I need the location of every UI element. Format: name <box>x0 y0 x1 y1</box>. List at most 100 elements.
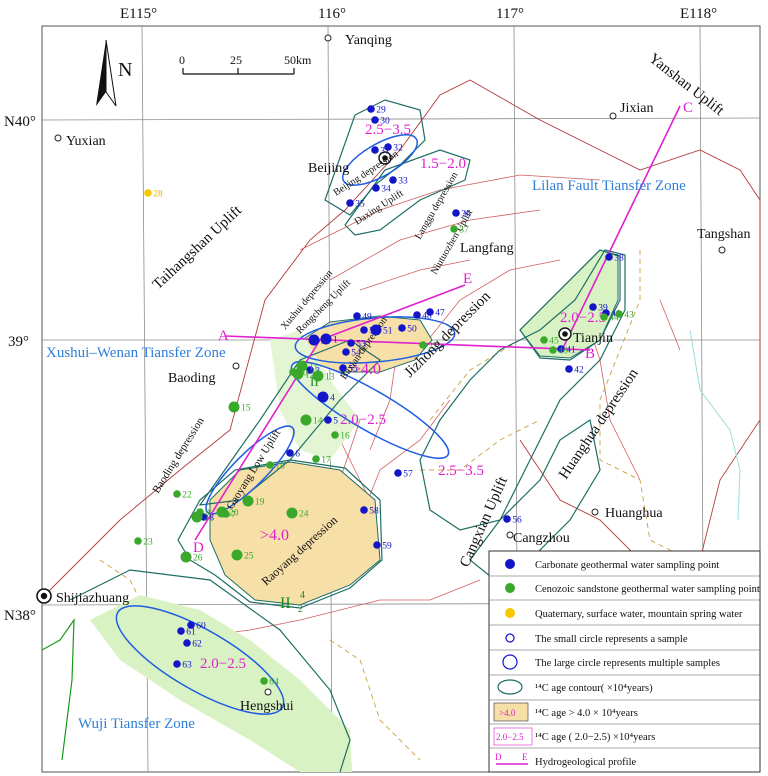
sample-point-label: 28 <box>153 190 163 200</box>
sample-point-label: 43 <box>624 311 634 321</box>
legend-item-old: ¹⁴C age > 4.0 × 10⁴years <box>535 708 638 719</box>
sample-point-label: 64 <box>269 678 279 688</box>
sample-point-label: 25 <box>244 552 254 562</box>
sample-point-label: 37 <box>459 226 469 236</box>
legend-contour <box>497 679 523 695</box>
sample-point-label: 9 <box>205 509 210 519</box>
blue-sample-point <box>565 365 573 373</box>
sample-point-label: 20 <box>229 509 239 519</box>
blue-sample-point <box>389 176 397 184</box>
sample-point-label: 48 <box>422 312 432 322</box>
blue-sample-point <box>373 541 381 549</box>
profile-letter-e: E <box>463 271 472 287</box>
scale-bar <box>182 68 295 75</box>
green-sample-point <box>419 341 427 349</box>
capital-markers <box>36 151 572 604</box>
blue-sample-point <box>370 324 382 336</box>
sample-point-label: 52 <box>369 327 379 337</box>
sample-point-label: 15 <box>241 404 251 414</box>
zone-label-ii-raoyang: II <box>280 595 291 612</box>
age-label-wuji: 2.0−2.5 <box>200 656 246 672</box>
zone-label-sub: 2 <box>298 604 303 615</box>
green-sample-point <box>300 414 312 426</box>
green-sample-point <box>600 313 608 321</box>
city-jixian: Jixian <box>620 101 653 116</box>
sample-point-label: 18 <box>275 462 285 472</box>
green-sample-point <box>292 368 304 380</box>
sample-point-label: 17 <box>321 456 331 466</box>
green-sample-point <box>173 490 181 498</box>
legend-young-label: 2.0−2.5 <box>496 732 524 742</box>
green-sample-point <box>312 455 320 463</box>
blue-sample-point <box>384 143 392 151</box>
blue-sample-point <box>372 184 380 192</box>
scale-label-50: 50km <box>284 53 312 67</box>
mountain-boundary <box>41 618 75 761</box>
blue-sample-point <box>347 339 355 347</box>
profile-letter-d: D <box>193 540 204 556</box>
sample-point-label: 35 <box>355 200 365 210</box>
blue-sample-point <box>367 105 375 113</box>
green-sample-point <box>450 225 458 233</box>
legend-profile-e: E <box>522 752 528 762</box>
legend-young-fill <box>493 727 533 746</box>
legend-yellow-point <box>505 608 515 618</box>
blue-sample-point <box>557 345 565 353</box>
zone-xushui-wenan: Xushui–Wenan Tiansfer Zone <box>46 345 226 361</box>
sample-point-label: 24 <box>299 510 309 520</box>
age-label-baxian: >4.0 <box>352 361 381 378</box>
sample-point-label: 22 <box>182 491 192 501</box>
green-sample-point <box>266 461 274 469</box>
sample-point-label: 62 <box>192 640 202 650</box>
sample-point-label: 60 <box>196 622 206 632</box>
green-sample-point <box>331 431 339 439</box>
sample-point-label: 50 <box>407 325 417 335</box>
lat-tick-39: 39° <box>8 334 29 350</box>
sample-point-label: 57 <box>403 470 413 480</box>
blue-sample-point <box>360 506 368 514</box>
age-label-north: 2.5−3.5 <box>365 122 411 138</box>
sample-group-ellipses <box>115 134 456 715</box>
blue-sample-point <box>371 116 379 124</box>
green-sample-point <box>312 370 324 382</box>
sample-point-label: 47 <box>435 309 445 319</box>
zone-lilan: Lilan Fault Tiansfer Zone <box>532 178 686 194</box>
legend-item-quaternary: Quaternary, surface water, mountain spri… <box>535 609 743 620</box>
blue-sample-point <box>339 364 347 372</box>
blue-sample-point <box>426 308 434 316</box>
legend-item-large: The large circle represents multiple sam… <box>535 658 720 669</box>
blue-sample-point <box>187 621 195 629</box>
city-langfang: Langfang <box>460 241 514 256</box>
sample-point-label: 33 <box>398 177 408 187</box>
legend: >4.0 2.0−2.5 D E Carbonate geothermal wa… <box>488 550 761 773</box>
legend-item-profile: Hydrogeological profile <box>535 757 637 768</box>
green-sample-point <box>615 310 623 318</box>
sample-point-label: 45 <box>549 337 559 347</box>
blue-sample-point <box>286 449 294 457</box>
green-sample-point <box>286 507 298 519</box>
zone-wuji: Wuji Tiansfer Zone <box>78 716 195 732</box>
scale-label-25: 25 <box>230 53 242 67</box>
sample-point-label: 59 <box>382 542 392 552</box>
sample-point-label: 31 <box>380 147 390 157</box>
legend-green-point <box>505 583 515 593</box>
sample-point-label: 13 <box>325 373 335 383</box>
old-age-zone-raoyang <box>209 461 381 606</box>
profile-letter-b: B <box>585 346 595 362</box>
city-hengshui: Hengshui <box>240 699 294 714</box>
blue-sample-point <box>324 416 332 424</box>
north-label: N <box>118 59 132 81</box>
sample-point-label: 39 <box>598 304 608 314</box>
age-label-raoyang: >4.0 <box>260 527 289 544</box>
sample-point-label: 19 <box>255 498 265 508</box>
legend-profile-d: D <box>495 752 502 762</box>
city-huanghua: Huanghua <box>605 506 663 521</box>
sample-point-label: 46 <box>558 347 568 357</box>
lon-tick-118: E118° <box>680 6 717 22</box>
blue-sample-point <box>394 469 402 477</box>
blue-sample-point <box>398 324 406 332</box>
legend-item-carbonate: Carbonate geothermal water sampling poin… <box>535 560 719 571</box>
legend-old-fill <box>493 702 529 722</box>
green-sample-point <box>228 401 240 413</box>
